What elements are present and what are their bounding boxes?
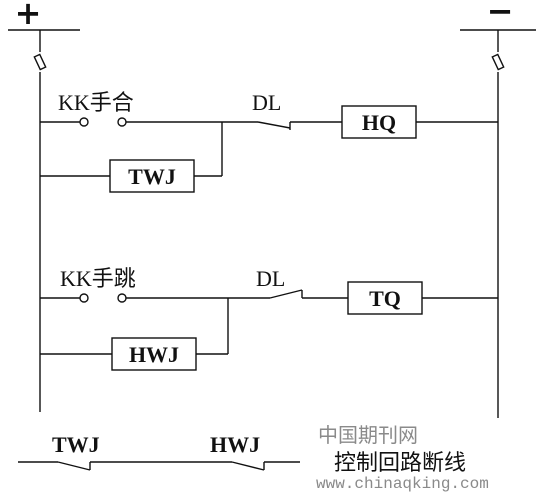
twj-alarm-contact-blade (57, 461, 91, 471)
hwj-relay-label: HWJ (129, 342, 179, 367)
wiring (8, 29, 536, 471)
tq-coil-label: TQ (369, 286, 401, 311)
kk-trip-label: KK手跳 (60, 266, 136, 291)
dl-close-label: DL (252, 90, 281, 115)
dl-close-contact-blade (257, 121, 291, 129)
negative-fuse (491, 53, 505, 71)
hq-coil-label: HQ (362, 110, 396, 135)
watermark-url: www.chinaqking.com (316, 475, 489, 492)
dl-trip-contact-blade (269, 289, 303, 299)
kk-close-terminal-left (79, 117, 89, 127)
alarm-caption: 控制回路断线 (334, 450, 466, 475)
watermark-title: 中国期刊网 (318, 424, 418, 447)
dl-trip-label: DL (256, 266, 285, 291)
positive-fuse (33, 53, 47, 71)
twj-alarm-label: TWJ (52, 432, 100, 457)
kk-close-terminal-right (117, 117, 127, 127)
positive-symbol: + (15, 0, 42, 32)
kk-trip-terminal-right (117, 293, 127, 303)
hwj-alarm-label: HWJ (210, 432, 260, 457)
hwj-alarm-contact-blade (231, 461, 265, 471)
twj-relay-label: TWJ (128, 164, 176, 189)
kk-close-label: KK手合 (58, 90, 134, 115)
negative-symbol: − (487, 0, 514, 30)
kk-trip-terminal-left (79, 293, 89, 303)
